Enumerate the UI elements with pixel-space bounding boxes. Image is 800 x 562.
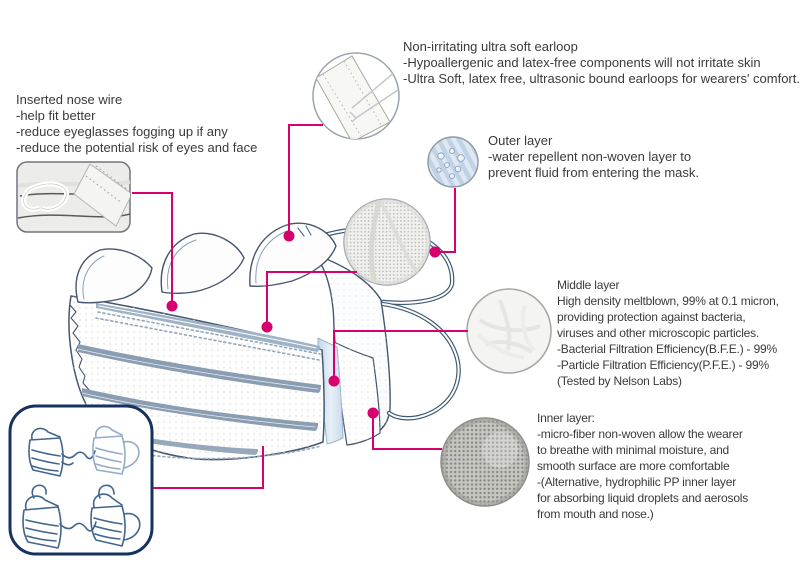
annotation-earloop: Non-irritating ultra soft earloop -Hypoa… — [403, 39, 800, 87]
annotation-inner-layer-line: -(Alternative, hydrophilic PP inner laye… — [537, 475, 737, 489]
mask-pleats — [77, 344, 321, 455]
mask-sketch-1 — [28, 427, 96, 477]
water-droplets — [436, 147, 465, 179]
nose-wire-photo — [16, 161, 131, 233]
flap-back — [249, 222, 337, 287]
annotation-middle-layer-line: (Tested by Nelson Labs) — [557, 374, 682, 388]
earloop-detail-circle — [312, 52, 400, 140]
annotation-inner-layer-title: Inner layer: — [537, 411, 595, 425]
annotation-middle-layer-line: viruses and other microscopic particles. — [557, 326, 760, 340]
connector-earloop — [288, 124, 323, 236]
connectors — [132, 124, 468, 489]
annotation-earloop-title: Non-irritating ultra soft earloop — [403, 39, 578, 54]
annotation-inner-layer: Inner layer: -micro-fiber non-woven allo… — [537, 410, 748, 522]
water-repellent-circle — [427, 136, 479, 188]
annotation-middle-layer-line: -Particle Filtration Efficiency(P.F.E.) … — [557, 358, 769, 372]
inner-layer-texture-circle — [440, 417, 530, 507]
mask-peeled-flaps — [75, 222, 337, 304]
connector-instructions-box — [153, 446, 264, 489]
flap-middle — [160, 232, 245, 295]
mask-sketch-4 — [90, 484, 141, 547]
annotation-middle-layer-line: High density meltblown, 99% at 0.1 micro… — [557, 294, 779, 308]
annotation-nose-wire-line: -help fit better — [16, 108, 96, 123]
mask-sketch-2 — [92, 425, 140, 475]
mask-illustration — [68, 222, 461, 461]
outer-layer-texture-circle — [343, 198, 431, 286]
annotation-middle-layer-line: providing protection against bacteria, — [557, 310, 746, 324]
annotation-inner-layer-line: -micro-fiber non-woven allow the wearer — [537, 427, 743, 441]
annotation-inner-layer-line: for absorbing liquid droplets and aeroso… — [537, 491, 749, 505]
connector-water-circle — [437, 188, 456, 253]
annotation-earloop-line: -Ultra Soft, latex free, ultrasonic boun… — [403, 71, 800, 86]
earloop-bottom — [380, 301, 461, 421]
middle-layer-texture-circle — [466, 288, 552, 374]
flap-front — [75, 248, 153, 304]
annotation-outer-layer-title: Outer layer — [488, 133, 553, 148]
annotation-earloop-line: -Hypoallergenic and latex-free component… — [403, 55, 761, 70]
dot-earloop — [283, 230, 295, 242]
dot-outer-layer — [261, 321, 273, 333]
connector-inner-layer — [372, 413, 442, 450]
annotation-inner-layer-line: from mouth and nose.) — [537, 507, 654, 521]
annotation-outer-layer-line: -water repellent non-woven layer to — [488, 149, 692, 164]
mask-front-layer — [68, 295, 325, 461]
connector-nose-wire — [132, 192, 173, 306]
wearing-instructions-box — [8, 404, 154, 556]
mask-nose-wire-channel — [96, 303, 320, 352]
annotation-nose-wire: Inserted nose wire -help fit better -red… — [16, 92, 257, 156]
connector-middle-layer — [333, 330, 468, 381]
connector-dots — [166, 230, 441, 419]
annotation-nose-wire-title: Inserted nose wire — [16, 92, 123, 107]
dot-middle-layer — [328, 375, 340, 387]
annotation-inner-layer-line: smooth surface are more comfortable — [537, 459, 730, 473]
dot-nose-wire — [166, 300, 178, 312]
mask-stitching — [95, 311, 322, 460]
dot-inner-layer — [367, 407, 379, 419]
dot-water-circle — [429, 246, 441, 258]
annotation-middle-layer-title: Middle layer — [557, 278, 620, 292]
annotation-nose-wire-line: -reduce eyeglasses fogging up if any — [16, 124, 228, 139]
connector-outer-layer — [266, 271, 357, 327]
annotation-middle-layer: Middle layer High density meltblown, 99%… — [557, 277, 779, 389]
annotation-outer-layer-line: prevent fluid from entering the mask. — [488, 165, 699, 180]
annotation-middle-layer-line: -Bacterial Filtration Efficiency(B.F.E.)… — [557, 342, 777, 356]
annotation-nose-wire-line: -reduce the potential risk of eyes and f… — [16, 140, 258, 155]
annotation-inner-layer-line: to breathe with minimal moisture, and — [537, 443, 730, 457]
annotation-outer-layer: Outer layer -water repellent non-woven l… — [488, 133, 699, 181]
